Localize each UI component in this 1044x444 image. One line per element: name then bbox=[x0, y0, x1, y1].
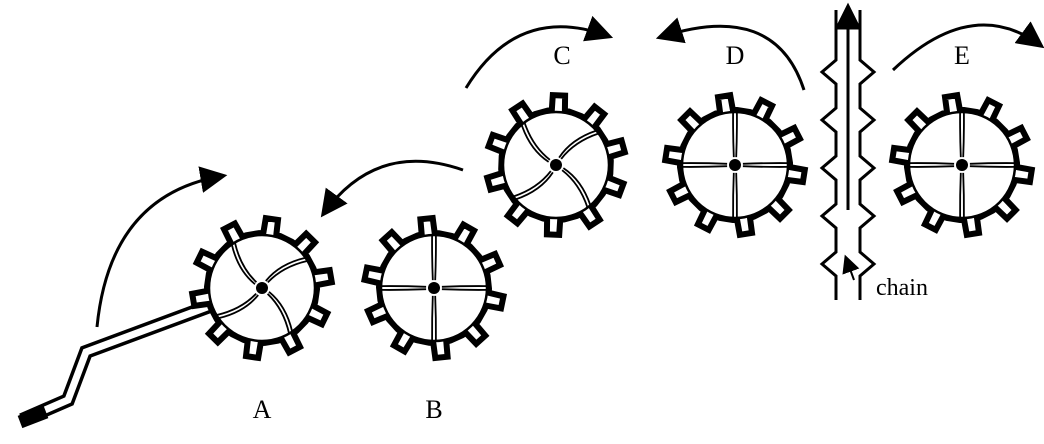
gear-spoke bbox=[434, 234, 437, 281]
gear-spoke bbox=[562, 167, 592, 206]
gear-hub bbox=[729, 159, 741, 171]
gear-spoke bbox=[431, 234, 434, 281]
gear-spoke bbox=[732, 111, 735, 158]
gear-spoke bbox=[735, 172, 738, 219]
gear-label-d: D bbox=[726, 41, 745, 70]
gear-spoke bbox=[962, 172, 965, 219]
gear-c bbox=[483, 91, 629, 239]
gear-spoke bbox=[742, 162, 789, 165]
gear-spoke bbox=[742, 165, 789, 168]
gear-spoke bbox=[216, 292, 257, 316]
gear-spoke bbox=[908, 162, 955, 165]
gear-spoke bbox=[681, 162, 728, 165]
gear-e bbox=[888, 91, 1036, 239]
gear-spoke bbox=[230, 244, 256, 285]
gear-spoke bbox=[558, 129, 597, 159]
gear-spoke bbox=[267, 260, 308, 284]
gear-spoke bbox=[523, 122, 551, 161]
chain bbox=[819, 2, 877, 300]
gear-spoke bbox=[218, 294, 259, 320]
gears-layer bbox=[188, 91, 1036, 362]
gear-spoke bbox=[735, 111, 738, 158]
gear-spoke bbox=[561, 169, 589, 208]
gear-spoke bbox=[265, 256, 306, 282]
gear-hub bbox=[956, 159, 968, 171]
gear-spoke bbox=[380, 288, 427, 291]
gear-spoke bbox=[959, 172, 962, 219]
gear-spoke bbox=[268, 291, 294, 332]
gear-hub bbox=[256, 282, 268, 294]
gear-spoke bbox=[969, 165, 1016, 168]
rotation-arrow-a bbox=[95, 166, 228, 328]
gear-spoke bbox=[441, 285, 488, 288]
gear-spoke bbox=[520, 124, 550, 163]
gear-spoke bbox=[962, 111, 965, 158]
gear-spoke bbox=[380, 285, 427, 288]
gear-spoke bbox=[441, 288, 488, 291]
gear-label-e: E bbox=[954, 41, 970, 70]
crank-handle bbox=[17, 280, 264, 429]
gear-spoke bbox=[908, 165, 955, 168]
gear-spoke bbox=[266, 293, 290, 334]
gear-spoke bbox=[513, 170, 552, 198]
rotation-arrow-e bbox=[891, 21, 1044, 72]
gear-hub bbox=[428, 282, 440, 294]
gear-spoke bbox=[560, 132, 599, 160]
gear-hub bbox=[550, 159, 562, 171]
rotation-arrow-b bbox=[320, 159, 464, 218]
gear-label-c: C bbox=[553, 41, 570, 70]
gear-d bbox=[661, 91, 809, 239]
rotation-arrow-d bbox=[655, 17, 806, 91]
gear-spoke bbox=[959, 111, 962, 158]
gear-a bbox=[188, 214, 336, 362]
gear-spoke bbox=[515, 171, 554, 201]
chain-label: chain bbox=[876, 275, 928, 301]
gear-b bbox=[360, 214, 508, 362]
gear-spoke bbox=[969, 162, 1016, 165]
gear-label-a: A bbox=[253, 395, 272, 424]
gear-label-b: B bbox=[425, 395, 442, 424]
gear-spoke bbox=[681, 165, 728, 168]
gear-spoke bbox=[732, 172, 735, 219]
chain-label-pointer bbox=[842, 254, 860, 281]
gear-spoke bbox=[234, 242, 258, 283]
gear-spoke bbox=[434, 295, 437, 342]
gear-spoke bbox=[431, 295, 434, 342]
rotation-arrow-c bbox=[464, 15, 614, 89]
